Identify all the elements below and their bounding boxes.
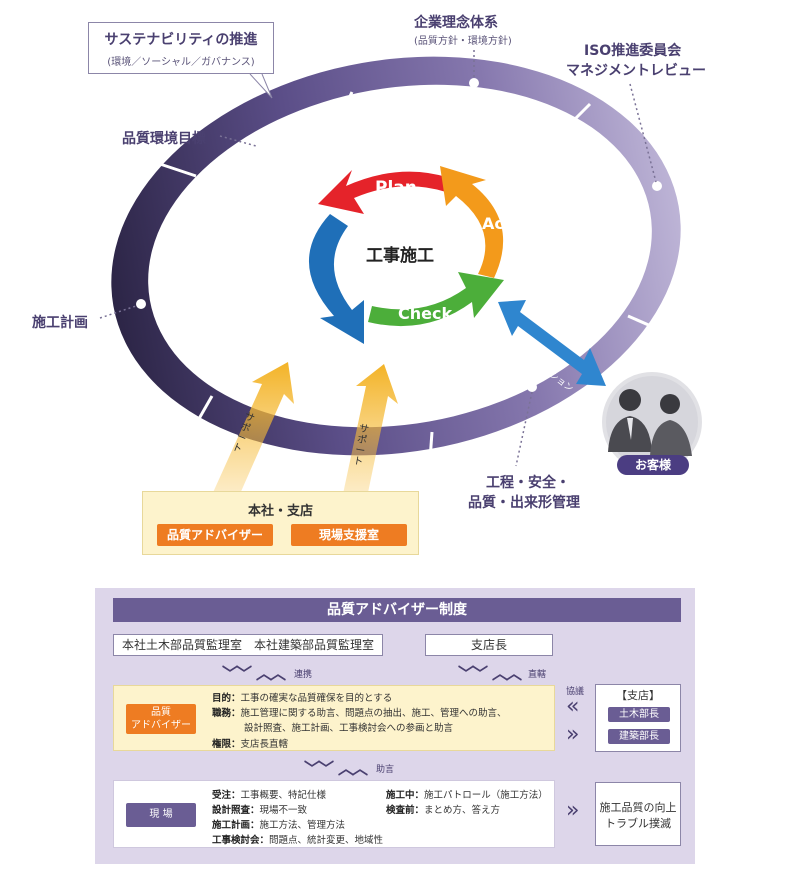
sustainability-title: サステナビリティの推進	[104, 32, 258, 48]
link-direct: 直轄	[528, 670, 547, 680]
check-arrow	[368, 272, 504, 327]
management-ring	[111, 56, 681, 461]
plan-arrow	[318, 170, 450, 214]
iso-committee-label: ISO推進委員会	[584, 43, 682, 59]
management-review-label: マネジメントレビュー	[566, 63, 706, 79]
advisor-system-title: 品質アドバイザー制度	[113, 598, 681, 622]
advisor-tag-line2: アドバイザー	[131, 720, 191, 731]
site-line: 設計照査：現場不一致	[212, 805, 308, 816]
result-line1: 施工品質の向上	[599, 801, 677, 814]
chevron-down-icon: ﹀﹀	[458, 664, 488, 683]
check-label: Check	[398, 304, 453, 323]
building-manager-tag: 建築部長	[608, 729, 670, 744]
civil-manager-tag: 土木部長	[608, 707, 670, 722]
site-line: 施工計画：施工方法、管理方法	[212, 820, 346, 831]
chevron-down-icon: ﹀﹀	[304, 759, 334, 778]
advisor-line: 権限：支店長直轄	[212, 739, 289, 750]
link-cooperation: 連携	[294, 670, 313, 680]
site-box: 現 場 受注：工事概要、特記仕様 設計照査：現場不一致 施工計画：施工方法、管理…	[113, 780, 555, 848]
site-support-tag: 現場支援室	[291, 524, 407, 546]
chevron-up-icon: ︿︿	[338, 759, 368, 778]
hq-branch-box: 本社・支店 品質アドバイザー 現場支援室	[142, 491, 419, 555]
sustainability-callout: サステナビリティの推進 (環境／ソーシャル／ガバナンス)	[88, 22, 274, 74]
branch-head-box: 支店長	[425, 634, 553, 656]
advisor-line: 職務：施工管理に関する助言、問題点の抽出、施工、管理への助言、	[212, 708, 507, 719]
site-line: 受注：工事概要、特記仕様	[212, 790, 327, 801]
chevron-down-icon: ﹀﹀	[222, 664, 252, 683]
result-box: 施工品質の向上 トラブル撲滅	[595, 782, 681, 846]
chevron-up-icon: ︿︿	[492, 664, 522, 683]
site-line: 施工中：施工パトロール（施工方法）	[386, 790, 548, 801]
communication-arrow	[498, 300, 606, 386]
hq-quality-office-box: 本社土木部品質監理室 本社建築部品質監理室	[113, 634, 383, 656]
chevron-right-icon: »	[566, 722, 580, 747]
link-advice: 助言	[376, 765, 395, 775]
philosophy-title: 企業理念体系	[414, 15, 498, 31]
site-tag: 現 場	[126, 803, 196, 827]
quality-advisor-tag: 品質アドバイザー	[157, 524, 273, 546]
action-label: Action	[482, 214, 540, 233]
process-label-line1: 工程・安全・	[486, 475, 570, 491]
plan-label: Plan	[375, 178, 417, 198]
branch-box: 【支店】 土木部長 建築部長	[595, 684, 681, 752]
pdca-cycle-diagram	[99, 50, 702, 512]
chevron-left-icon: «	[566, 694, 580, 719]
link-consult: 協議	[566, 687, 585, 697]
sustainability-subtitle: (環境／ソーシャル／ガバナンス)	[107, 57, 255, 68]
advisor-tag-line1: 品質	[151, 707, 171, 718]
quality-goal-label: 品質環境目標	[122, 131, 206, 147]
support-arrows	[206, 362, 398, 512]
branch-title: 【支店】	[616, 689, 660, 702]
leader-lines	[99, 50, 657, 467]
advisor-box: 品質 アドバイザー 目的：工事の確実な品質確保を目的とする 職務：施工管理に関す…	[113, 685, 555, 751]
chevron-up-icon: ︿︿	[256, 664, 286, 683]
site-line: 検査前：まとめ方、答え方	[386, 805, 501, 816]
do-label: Do	[278, 270, 301, 288]
advisor-tag: 品質 アドバイザー	[126, 704, 196, 734]
customer-icon	[602, 372, 702, 472]
construction-plan-label: 施工計画	[32, 315, 88, 331]
center-title: 工事施工	[366, 246, 434, 266]
action-arrow	[440, 166, 504, 278]
do-arrow	[308, 214, 364, 344]
result-line2: トラブル撲滅	[605, 817, 671, 830]
process-label-line2: 品質・出来形管理	[468, 495, 580, 511]
advisor-line: 目的：工事の確実な品質確保を目的とする	[212, 693, 393, 704]
hq-branch-title: 本社・支店	[247, 504, 313, 519]
advisor-line: 設計照査、施工計画、工事検討会への参画と助言	[244, 723, 454, 734]
site-line: 工事検討会：問題点、統計変更、地域性	[212, 835, 384, 846]
chevron-right-icon: »	[566, 798, 580, 823]
pdca-arrows	[308, 166, 504, 344]
customer-badge: お客様	[617, 455, 689, 475]
philosophy-subtitle: (品質方針・環境方針)	[414, 36, 512, 47]
